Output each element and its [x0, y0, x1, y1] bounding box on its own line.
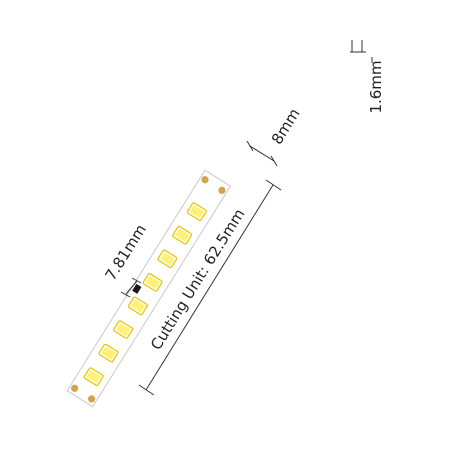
thickness-label: 1.6mm [367, 60, 385, 113]
led-chip [186, 202, 207, 221]
led-chip [98, 343, 119, 363]
led-row [83, 202, 207, 387]
width-label: 8mm [268, 105, 304, 147]
resistor-component [132, 283, 142, 294]
led-chip [83, 367, 104, 387]
led-chip [157, 249, 178, 269]
led-chip [172, 225, 193, 245]
solder-pad [218, 186, 226, 194]
thickness-dimension: 1.6mm [350, 40, 385, 114]
solder-pads [71, 176, 226, 403]
solder-pad [201, 176, 209, 184]
led-chip [142, 272, 163, 292]
solder-pad-group [71, 384, 96, 403]
led-strip [66, 169, 232, 408]
components [132, 283, 142, 294]
width-dimension: 8mm [246, 105, 304, 167]
led-chip [127, 296, 148, 316]
led-chip [113, 320, 134, 339]
solder-pad [71, 384, 79, 392]
solder-pad-group [201, 176, 226, 194]
solder-pad [88, 395, 96, 403]
